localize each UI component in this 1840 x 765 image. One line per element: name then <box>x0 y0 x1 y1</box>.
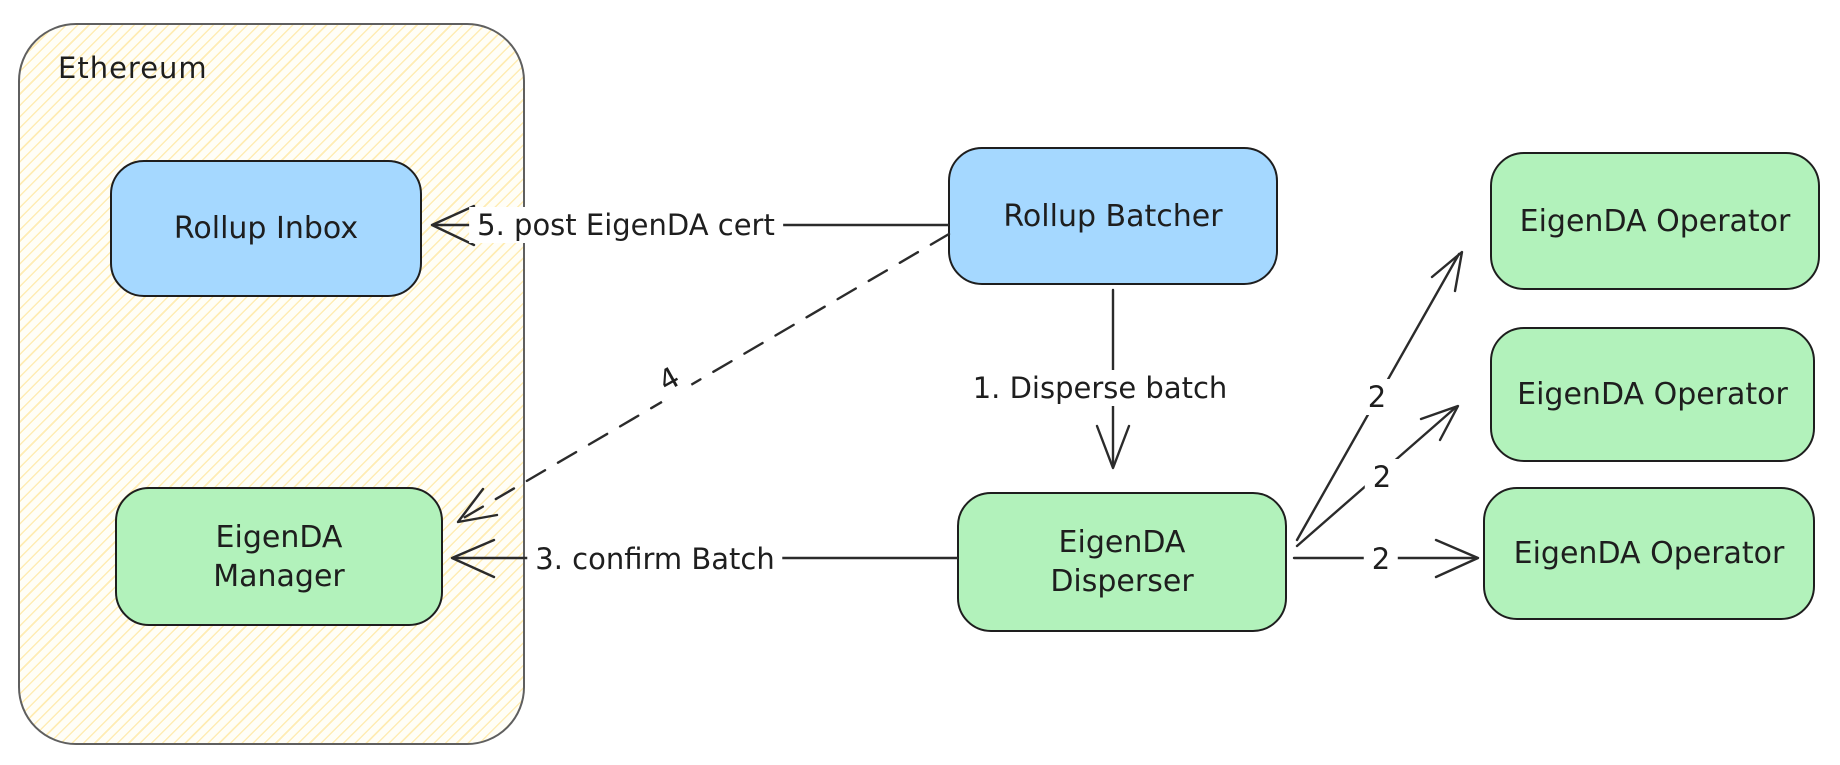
node-eigenda-operator-2: EigenDA Operator <box>1490 327 1815 462</box>
node-rollup-batcher-label: Rollup Batcher <box>1003 198 1223 234</box>
node-eigenda-manager-label: EigenDA Manager <box>213 519 345 594</box>
node-rollup-batcher: Rollup Batcher <box>948 147 1278 285</box>
ethereum-container-label: Ethereum <box>58 51 208 85</box>
edge-label-step4: 4 <box>645 354 693 404</box>
node-eigenda-operator-1-label: EigenDA Operator <box>1519 203 1791 239</box>
node-rollup-inbox: Rollup Inbox <box>110 160 422 297</box>
node-eigenda-operator-3-label: EigenDA Operator <box>1513 536 1785 571</box>
arrow-step4 <box>456 232 951 524</box>
node-eigenda-manager: EigenDA Manager <box>115 487 443 626</box>
edge-label-post-eigenda-cert: 5. post EigenDA cert <box>469 207 783 243</box>
node-rollup-inbox-label: Rollup Inbox <box>173 211 359 246</box>
edge-label-disperse-batch: 1. Disperse batch <box>964 370 1236 406</box>
node-eigenda-operator-1: EigenDA Operator <box>1490 152 1820 290</box>
node-eigenda-disperser: EigenDA Disperser <box>957 492 1287 632</box>
node-eigenda-operator-3: EigenDA Operator <box>1483 487 1815 620</box>
ethereum-container: Ethereum <box>18 23 525 745</box>
node-eigenda-operator-2-label: EigenDA Operator <box>1517 377 1788 412</box>
edge-label-2-operator-1: 2 <box>1359 379 1395 415</box>
edge-label-confirm-batch: 3. confirm Batch <box>527 541 783 577</box>
edge-label-2-operator-3: 2 <box>1363 541 1399 577</box>
edge-label-2-operator-2: 2 <box>1364 459 1400 495</box>
node-eigenda-disperser-label: EigenDA Disperser <box>1050 525 1194 599</box>
